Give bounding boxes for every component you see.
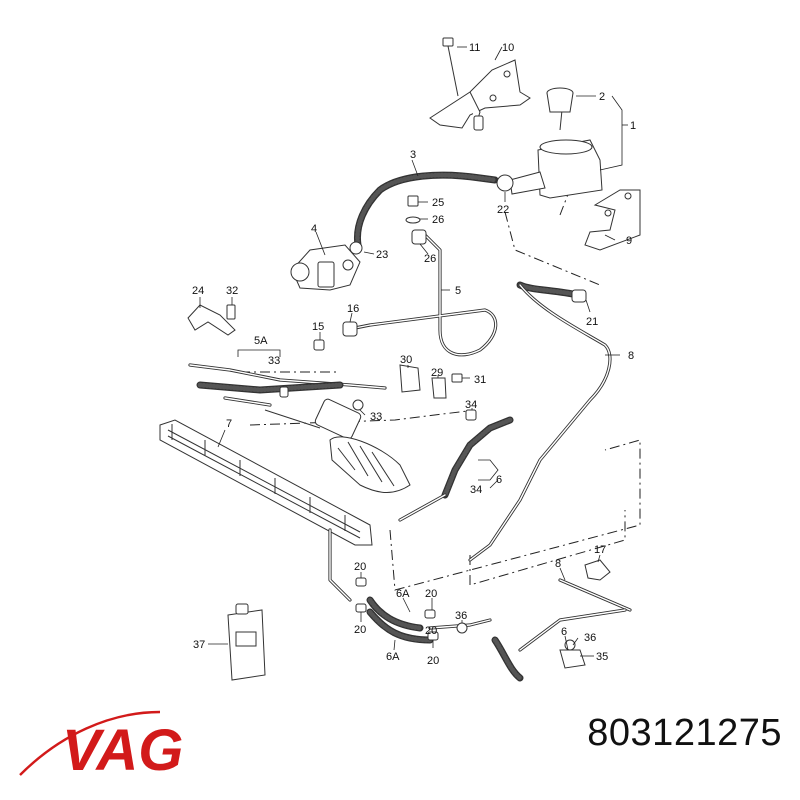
- callout-15: 15: [312, 321, 324, 333]
- callout-5: 5: [455, 285, 461, 297]
- callout-22: 22: [497, 204, 509, 216]
- reservoir-cap-part-2: [546, 87, 574, 113]
- callout-6: 6: [561, 626, 567, 638]
- hose-part-3: [353, 171, 499, 249]
- callout-20: 20: [427, 655, 439, 667]
- callout-33: 33: [370, 411, 382, 423]
- callout-8: 8: [555, 558, 561, 570]
- callout-24: 24: [192, 285, 204, 297]
- callout-17: 17: [594, 544, 606, 556]
- callout-11: 11: [469, 42, 480, 54]
- callout-25: 25: [432, 197, 444, 209]
- callout-2: 2: [599, 91, 605, 103]
- steering-rack: [264, 398, 411, 493]
- callout-20: 20: [425, 625, 437, 637]
- callout-3: 3: [410, 149, 416, 161]
- callout-30: 30: [400, 354, 412, 366]
- callout-20: 20: [354, 561, 366, 573]
- hose-part-lower: [491, 608, 627, 682]
- callout-34: 34: [465, 399, 477, 411]
- callout-33: 33: [268, 355, 280, 367]
- callout-32: 32: [226, 285, 238, 297]
- callout-21: 21: [586, 316, 598, 328]
- callout-5A: 5A: [254, 335, 268, 347]
- callout-35: 35: [596, 651, 608, 663]
- bolt-part-11: [442, 37, 459, 97]
- clip-part-17: [584, 559, 611, 581]
- callout-8: 8: [628, 350, 634, 362]
- callout-26: 26: [424, 253, 436, 265]
- hose-part-6A: [328, 528, 492, 644]
- hose-part-5A: [188, 363, 387, 407]
- callout-29: 29: [431, 367, 443, 379]
- callout-6A: 6A: [396, 588, 410, 600]
- callout-16: 16: [347, 303, 359, 315]
- bracket-part-9: [584, 189, 641, 251]
- callout-9: 9: [626, 235, 632, 247]
- callout-20: 20: [354, 624, 366, 636]
- callout-36: 36: [455, 610, 467, 622]
- brand-logo-text: VAG: [62, 718, 183, 783]
- hose-part-6: [398, 416, 514, 522]
- leader-lines: [199, 46, 628, 657]
- logo-swoosh: [19, 710, 161, 776]
- brand-logo: VAG: [19, 710, 183, 783]
- callout-4: 4: [311, 223, 317, 235]
- callout-7: 7: [226, 418, 232, 430]
- callout-26: 26: [432, 214, 444, 226]
- cooler-part-7: [159, 419, 373, 546]
- callout-6A: 6A: [386, 651, 400, 663]
- callout-10: 10: [502, 42, 514, 54]
- pipe-part-5: [343, 233, 498, 357]
- callout-labels: 11 10 2 1 3 25 26 22 9 4 23 26 5 24 32 1…: [192, 42, 636, 667]
- callout-20: 20: [425, 588, 437, 600]
- bracket-part-10: [429, 59, 531, 131]
- callout-34: 34: [470, 484, 482, 496]
- callout-6: 6: [496, 474, 502, 486]
- part-number: 803121275: [587, 712, 782, 754]
- steering-pump-part-4: [290, 244, 361, 291]
- small-parts: [187, 174, 587, 651]
- callout-31: 31: [474, 374, 486, 386]
- callout-23: 23: [376, 249, 388, 261]
- oil-container-part-37: [227, 603, 266, 681]
- callout-36: 36: [584, 632, 596, 644]
- callout-37: 37: [193, 639, 205, 651]
- callout-1: 1: [630, 120, 636, 132]
- reservoir-part-1: [509, 109, 603, 199]
